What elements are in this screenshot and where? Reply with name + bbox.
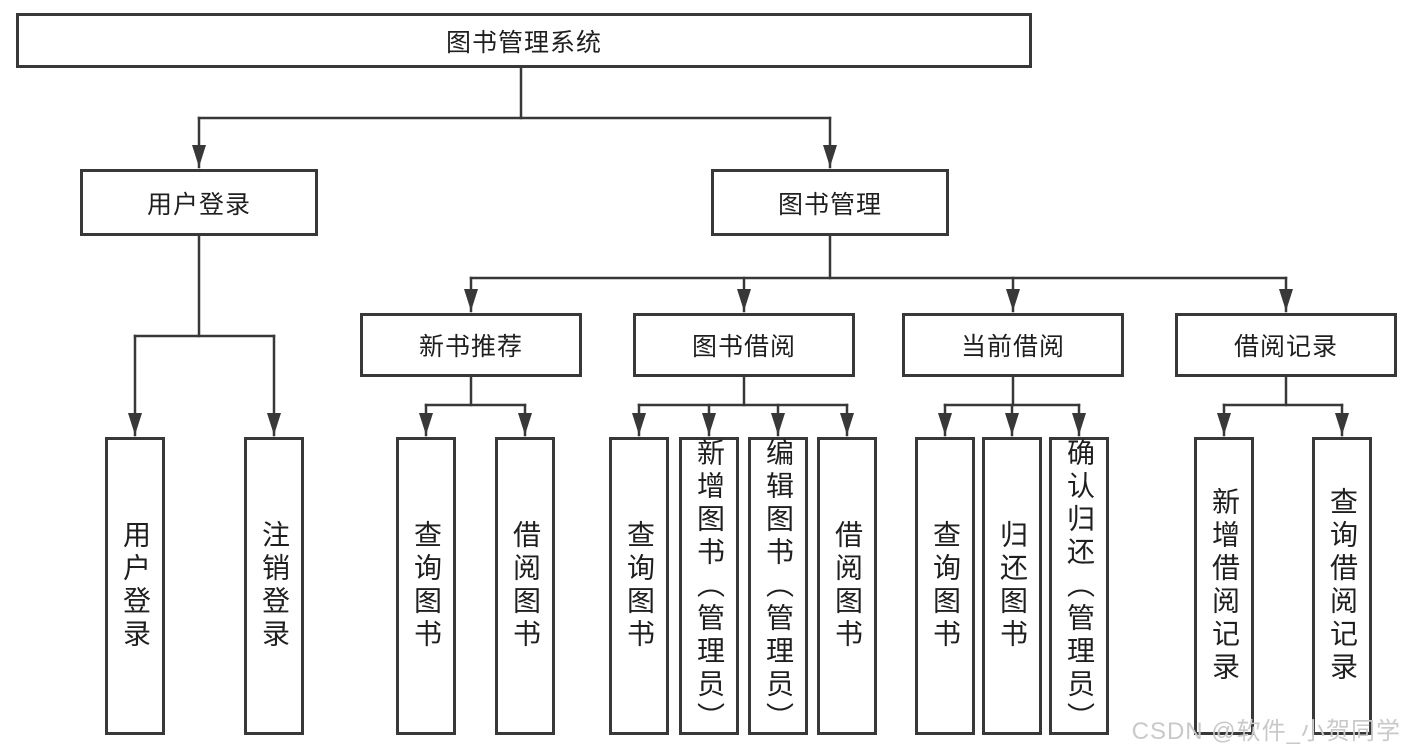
leaf-borrow-books: 借阅图书 — [817, 437, 877, 735]
leaf-confirm-return-admin: 确认归还（管理员） — [1049, 437, 1109, 735]
node-book-management: 图书管理 — [711, 169, 949, 236]
edges-book-management — [464, 234, 1293, 313]
node-root-library-system: 图书管理系统 — [16, 13, 1032, 68]
edges-user-login — [128, 234, 281, 437]
leaf-edit-books-admin: 编辑图书（管理员） — [748, 437, 808, 735]
leaf-borrow-books-recommend: 借阅图书 — [495, 437, 555, 735]
node-new-book-recommend: 新书推荐 — [360, 313, 582, 377]
edges-root — [192, 66, 837, 169]
edges-new-book — [419, 375, 532, 437]
leaf-query-books-current: 查询图书 — [915, 437, 975, 735]
leaf-logout: 注销登录 — [244, 437, 304, 735]
node-borrow-records: 借阅记录 — [1175, 313, 1397, 377]
edges-borrow-records — [1217, 375, 1349, 437]
csdn-watermark: CSDN @软件_小贺同学 — [1131, 718, 1401, 745]
leaf-query-borrow-record: 查询借阅记录 — [1312, 437, 1372, 735]
node-user-login: 用户登录 — [80, 169, 318, 236]
node-book-borrow: 图书借阅 — [633, 313, 855, 377]
edges-current-borrow — [938, 375, 1086, 437]
leaf-query-books-borrow: 查询图书 — [609, 437, 669, 735]
leaf-add-books-admin: 新增图书（管理员） — [679, 437, 739, 735]
leaf-query-books-recommend: 查询图书 — [396, 437, 456, 735]
leaf-user-login: 用户登录 — [105, 437, 165, 735]
node-current-borrow: 当前借阅 — [902, 313, 1124, 377]
leaf-return-books: 归还图书 — [982, 437, 1042, 735]
leaf-add-borrow-record: 新增借阅记录 — [1194, 437, 1254, 735]
edges-book-borrow — [632, 375, 854, 437]
